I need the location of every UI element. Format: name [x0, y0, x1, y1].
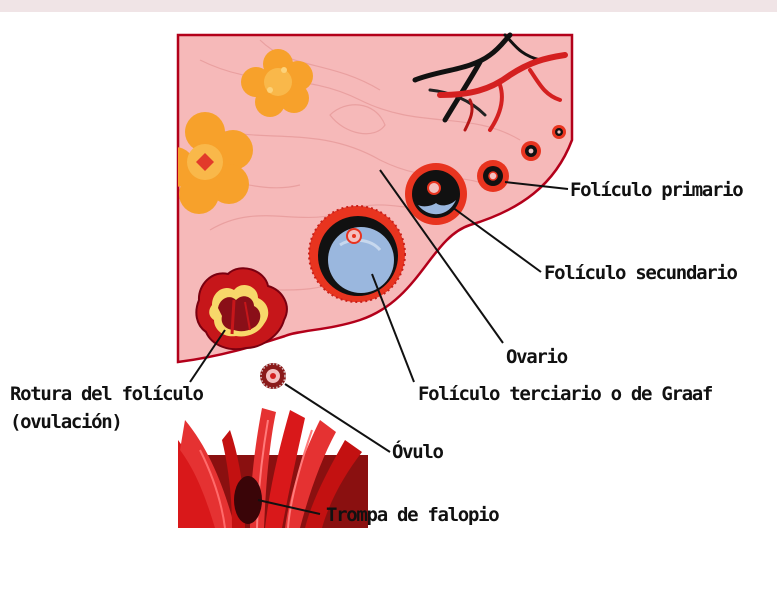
- primary-follicle: [477, 160, 509, 192]
- label-foliculo-primario: Folículo primario: [570, 179, 742, 201]
- label-rotura-line2: (ovulación): [10, 411, 122, 433]
- graaf-follicle: [309, 206, 405, 302]
- secondary-follicle: [405, 163, 467, 225]
- label-foliculo-terciario: Folículo terciario o de Graaf: [418, 383, 712, 405]
- label-trompa: Trompa de falopio: [326, 504, 498, 526]
- ovum: [260, 363, 286, 389]
- label-rotura-line1: Rotura del folículo: [10, 383, 203, 405]
- label-foliculo-secundario: Folículo secundario: [544, 262, 737, 284]
- label-ovario: Ovario: [506, 346, 567, 368]
- label-ovulo: Óvulo: [392, 441, 443, 463]
